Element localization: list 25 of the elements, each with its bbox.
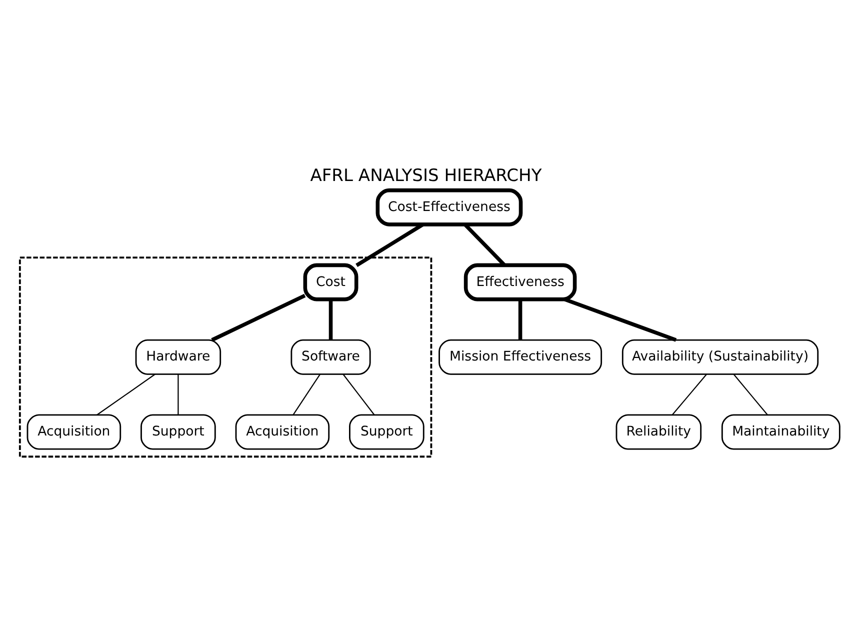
- connector: [178, 374, 179, 414]
- node-box: Reliability: [616, 414, 702, 450]
- connector: [672, 373, 708, 415]
- node-box: Mission Effectiveness: [438, 338, 602, 374]
- node-box: Support: [140, 414, 216, 450]
- connector: [96, 373, 156, 415]
- cluster: [18, 256, 432, 458]
- node-box: Cost: [303, 262, 358, 301]
- connector: [211, 293, 306, 342]
- node-box: Availability (Sustainability): [622, 338, 819, 374]
- connector: [292, 373, 320, 415]
- node-box: Hardware: [135, 338, 222, 374]
- node-box: Acquisition: [26, 414, 122, 450]
- diagram-title: AFRL ANALYSIS HIERARCHY: [310, 166, 542, 186]
- connector: [564, 297, 677, 342]
- node-box: Maintainability: [721, 414, 840, 450]
- connector: [518, 298, 522, 340]
- node-box: Effectiveness: [464, 262, 577, 301]
- connector: [733, 373, 768, 415]
- connector: [328, 298, 333, 340]
- node-box: Support: [349, 414, 424, 450]
- node-box: Software: [290, 338, 371, 374]
- connector: [342, 373, 375, 415]
- node-box: Acquisition: [235, 414, 330, 450]
- node-box: Cost-Effectiveness: [376, 188, 523, 226]
